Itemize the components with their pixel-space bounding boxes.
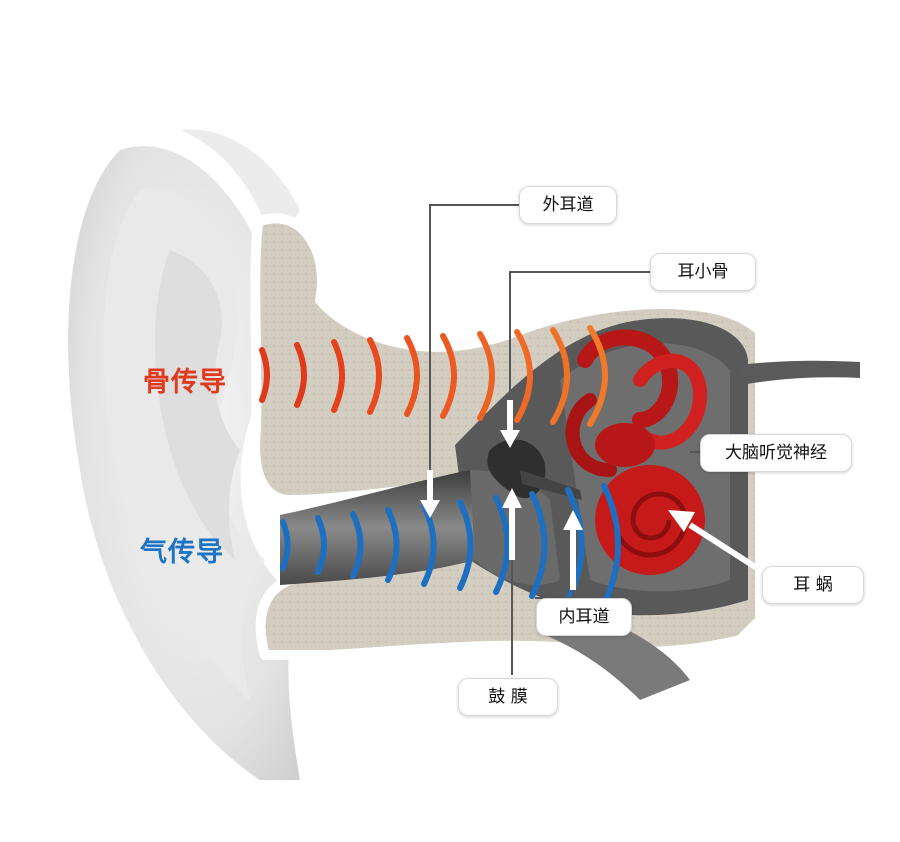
air-wave — [529, 491, 548, 599]
bone-wave — [367, 337, 382, 415]
bone-wave — [294, 342, 307, 408]
air-wave — [350, 511, 364, 579]
arrows — [420, 400, 762, 590]
bone-wave — [550, 327, 570, 425]
pinna — [68, 129, 300, 780]
cochlea-callout: 耳 蜗 — [762, 566, 864, 604]
air-wave — [315, 515, 327, 575]
outer-ear-canal-leader — [429, 204, 522, 500]
arrow-down-icon — [420, 470, 440, 518]
air-conduction-label: 气传导 — [140, 537, 224, 568]
arrow-up-icon — [563, 510, 583, 590]
outer-ear-canal-callout: 外耳道 — [519, 186, 617, 224]
bone-wave — [331, 339, 345, 413]
arrow-down-icon — [500, 400, 520, 448]
ossicles-callout: 耳小骨 — [650, 253, 756, 291]
bone-conduction-waves — [259, 325, 608, 427]
air-wave — [493, 495, 511, 595]
bone-wave — [440, 333, 457, 419]
cochlea-arrow — [668, 510, 762, 573]
bone-wave — [477, 331, 495, 421]
eardrum-callout: 鼓 膜 — [458, 678, 558, 716]
inner-ear-organ — [565, 329, 708, 575]
air-wave — [280, 519, 291, 571]
auditory-nerve-callout: 大脑听觉神经 — [700, 434, 852, 472]
air-wave — [457, 499, 474, 591]
ossicles-leader — [509, 271, 652, 440]
air-conduction-waves — [280, 483, 621, 607]
bone-wave — [587, 325, 608, 427]
auditory-nerve — [740, 360, 860, 385]
bone-wave — [259, 347, 270, 403]
arrow-up-icon — [502, 488, 522, 560]
air-wave — [385, 507, 400, 583]
bone-wave — [404, 335, 420, 417]
bone-wave — [514, 329, 533, 423]
air-wave — [601, 483, 621, 607]
air-wave — [421, 503, 437, 587]
inner-ear-canal-callout: 内耳道 — [536, 598, 632, 636]
bone-conduction-label: 骨传导 — [143, 367, 227, 398]
